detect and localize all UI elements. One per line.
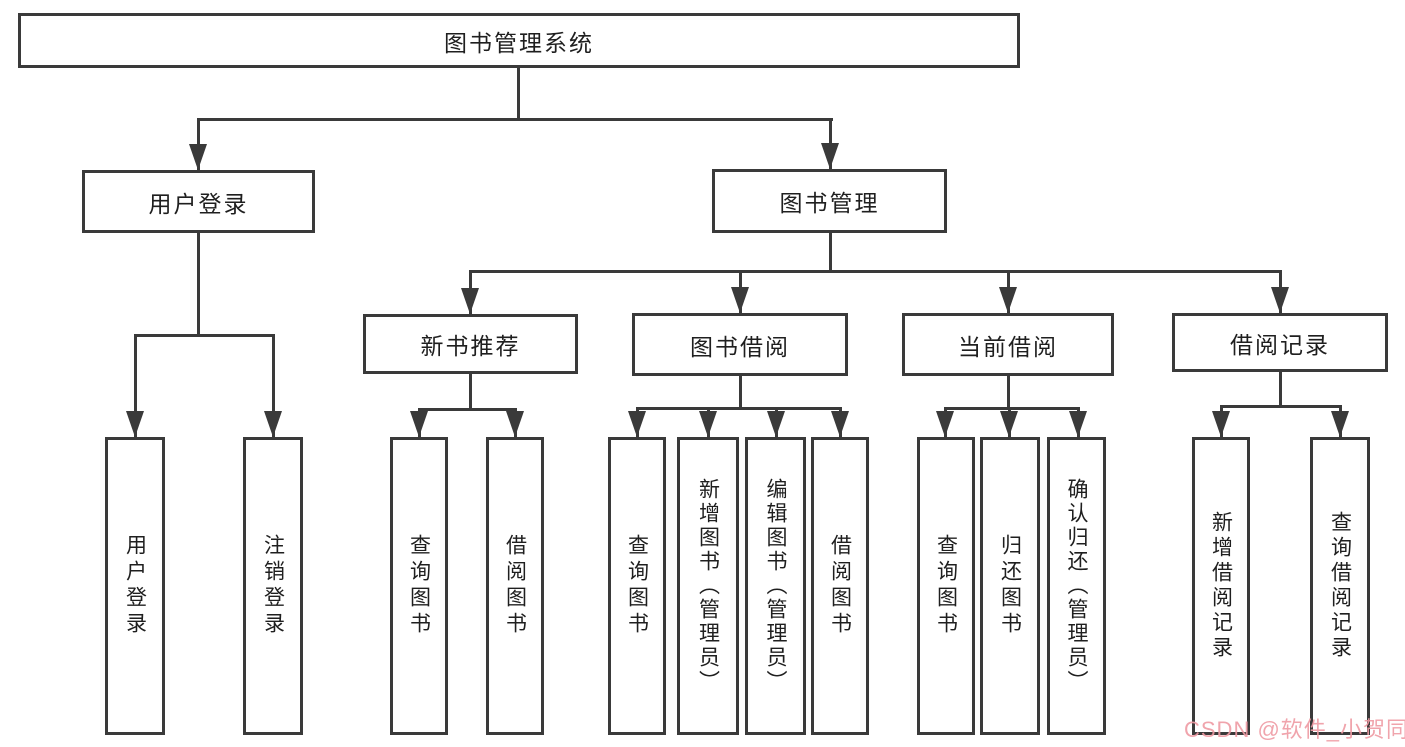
connector-line <box>134 334 137 437</box>
connector-line <box>469 270 1281 273</box>
leaf-logout: 注销登录 <box>243 437 303 735</box>
arrowhead-down-icon <box>461 288 479 314</box>
connector-line <box>134 334 275 337</box>
leaf-user-login: 用户登录 <box>105 437 165 735</box>
arrowhead-down-icon <box>731 287 749 313</box>
arrowhead-down-icon <box>767 411 785 437</box>
connector-line <box>1007 376 1010 407</box>
arrowhead-down-icon <box>126 411 144 437</box>
connector-line <box>469 374 472 408</box>
connector-line <box>197 233 200 334</box>
leaf-query-books-recommend: 查询图书 <box>390 437 448 735</box>
arrowhead-down-icon <box>936 411 954 437</box>
arrowhead-down-icon <box>831 411 849 437</box>
node-book-management: 图书管理 <box>712 169 947 233</box>
connector-line <box>1220 405 1341 408</box>
arrowhead-down-icon <box>1212 411 1230 437</box>
connector-line <box>517 68 520 120</box>
leaf-edit-book-admin: 编辑图书（管理员） <box>745 437 806 735</box>
leaf-query-borrow-record: 查询借阅记录 <box>1310 437 1370 735</box>
arrowhead-down-icon <box>628 411 646 437</box>
connector-line <box>829 233 832 270</box>
connector-line <box>739 376 742 407</box>
leaf-add-borrow-record: 新增借阅记录 <box>1192 437 1250 735</box>
node-new-book-recommendation: 新书推荐 <box>363 314 578 374</box>
connector-line <box>197 118 833 121</box>
arrowhead-down-icon <box>1000 411 1018 437</box>
connector-line <box>1279 372 1282 405</box>
arrowhead-down-icon <box>1271 287 1289 313</box>
leaf-borrow-book: 借阅图书 <box>811 437 869 735</box>
arrowhead-down-icon <box>189 144 207 170</box>
arrowhead-down-icon <box>410 411 428 437</box>
connector-line <box>272 334 275 437</box>
leaf-query-books-current: 查询图书 <box>917 437 975 735</box>
connector-line <box>636 407 841 410</box>
arrowhead-down-icon <box>1331 411 1349 437</box>
leaf-return-book: 归还图书 <box>980 437 1040 735</box>
node-borrowing-records: 借阅记录 <box>1172 313 1388 372</box>
leaf-query-books-borrowing: 查询图书 <box>608 437 666 735</box>
leaf-add-book-admin: 新增图书（管理员） <box>677 437 739 735</box>
leaf-borrow-book-recommend: 借阅图书 <box>486 437 544 735</box>
node-library-management-system: 图书管理系统 <box>18 13 1020 68</box>
arrowhead-down-icon <box>1069 411 1087 437</box>
node-book-borrowing: 图书借阅 <box>632 313 848 376</box>
arrowhead-down-icon <box>699 411 717 437</box>
arrowhead-down-icon <box>821 143 839 169</box>
node-current-borrowing: 当前借阅 <box>902 313 1114 376</box>
node-user-login: 用户登录 <box>82 170 315 233</box>
csdn-watermark: CSDN @软件_小贺同学 <box>1184 717 1405 742</box>
arrowhead-down-icon <box>999 287 1017 313</box>
arrowhead-down-icon <box>506 411 524 437</box>
leaf-confirm-return-admin: 确认归还（管理员） <box>1047 437 1106 735</box>
connector-line <box>418 408 516 411</box>
connector-line <box>944 407 1080 410</box>
arrowhead-down-icon <box>264 411 282 437</box>
